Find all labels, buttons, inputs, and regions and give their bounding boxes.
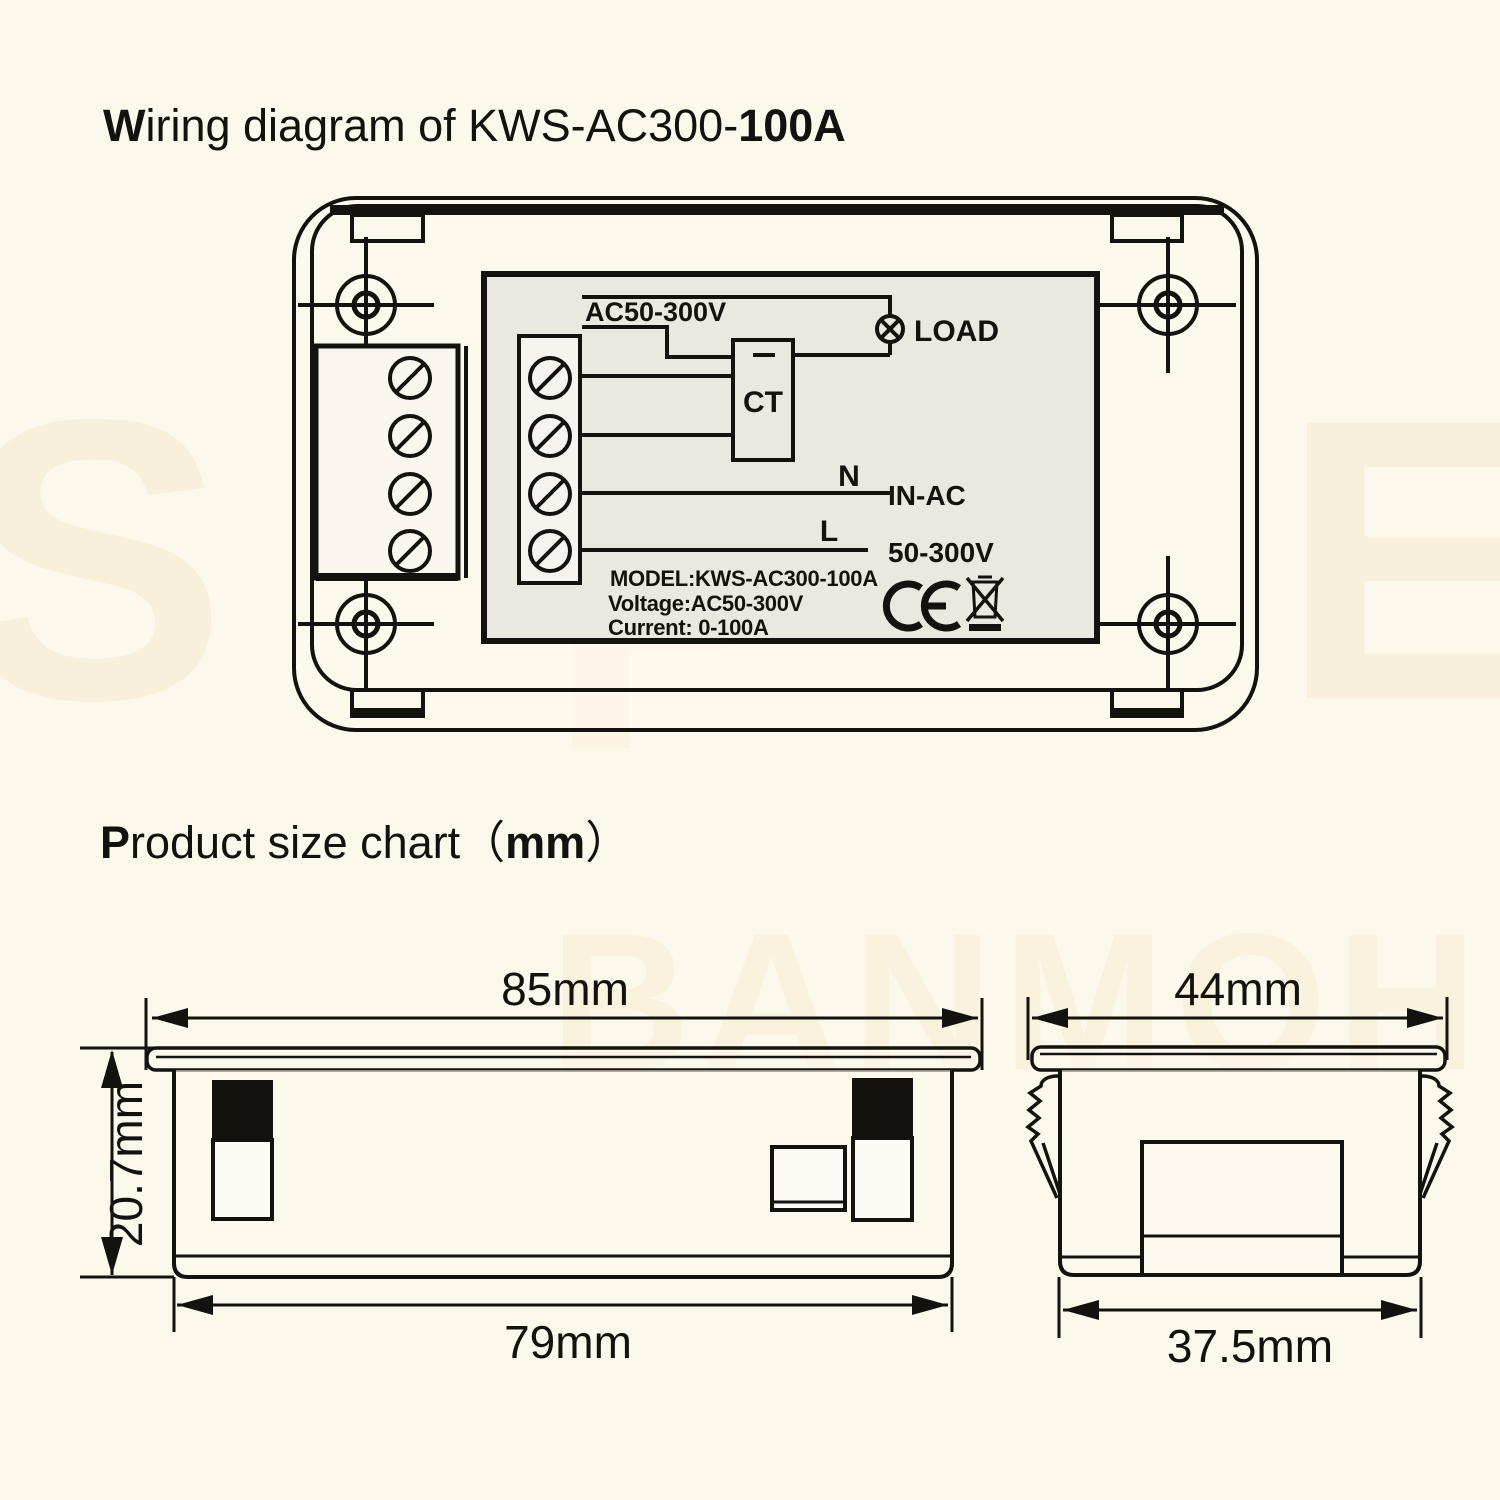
side-spring-clips (1025, 1074, 1455, 1199)
neutral-label: N (838, 460, 860, 493)
size-title-lead-bold: P (100, 817, 131, 868)
side-flange (1030, 1045, 1447, 1072)
front-right-clip-black (852, 1078, 913, 1138)
external-terminal-block (313, 343, 468, 581)
watermark-letter-e: E (1280, 336, 1500, 783)
wiring-text-labels: AC50-300V LOAD CT N IN-AC L 50-300V MODE… (585, 297, 999, 640)
front-height-label: 20.7mm (100, 1081, 152, 1247)
corner-screw-bottom-right (1100, 556, 1236, 692)
load-label: LOAD (914, 315, 999, 348)
front-right-clip-body (851, 1136, 914, 1222)
dim-side-inner-width: 37.5mm (1057, 1277, 1423, 1372)
top-edge-bar (330, 205, 1224, 215)
label-panel (481, 271, 1100, 644)
dim-front-height: 20.7mm (80, 1046, 174, 1279)
size-title-body: roduct size chart (130, 817, 461, 868)
top-tab-left (350, 213, 425, 243)
model-line-2: Voltage:AC50-300V (608, 591, 804, 616)
watermark-letter-s: S (0, 336, 227, 783)
in-ac-label: IN-AC (888, 480, 966, 511)
corner-screw-top-right (1100, 237, 1236, 373)
title-body: iring diagram of KWS-AC300- (145, 100, 739, 151)
weee-bin-icon (965, 575, 1005, 631)
wiring-diagram: AC50-300V LOAD CT N IN-AC L 50-300V MODE… (292, 196, 1259, 732)
size-title-paren-open: （ (460, 817, 506, 868)
size-title-paren-close: ） (585, 817, 631, 868)
terminal-screws-external (388, 356, 432, 573)
voltage-range-label: 50-300V (888, 537, 994, 568)
supply-top-wire (582, 295, 892, 316)
dim-side-width: 44mm (1026, 963, 1449, 1060)
size-chart-title: Product size chart（mm） (100, 806, 630, 871)
front-body (172, 1070, 954, 1279)
wiring-lines (580, 295, 893, 552)
dim-front-width: 85mm (144, 963, 984, 1070)
dim-front-inner-width: 79mm (172, 1277, 954, 1368)
terminal-screws-internal (528, 356, 572, 573)
side-view-drawing: 44mm 37.5mm (1025, 963, 1455, 1372)
front-left-clip-black (212, 1080, 273, 1140)
front-width-label: 85mm (501, 963, 629, 1015)
side-inner-width-label: 37.5mm (1167, 1320, 1333, 1372)
side-terminal-block (1140, 1140, 1344, 1277)
model-line-3: Current: 0-100A (608, 615, 769, 640)
front-inner-width-label: 79mm (504, 1316, 632, 1368)
side-width-label: 44mm (1174, 963, 1302, 1015)
title-lead-bold: W (103, 100, 146, 151)
top-tab-right (1110, 213, 1184, 243)
wiring-diagram-title: Wiring diagram of KWS-AC300-100A (103, 100, 846, 152)
ct-to-load-wire (793, 342, 892, 357)
front-flange (145, 1046, 982, 1072)
ce-mark-icon (882, 580, 962, 632)
line-label: L (820, 515, 838, 548)
ct-label: CT (743, 386, 783, 419)
ac-range-label: AC50-300V (585, 297, 726, 327)
front-connector-box (770, 1145, 847, 1212)
corner-screws (298, 237, 1236, 692)
front-view-drawing: 85mm 20.7mm 79mm (80, 963, 984, 1368)
supply-step-wire (582, 325, 733, 359)
model-line-1: MODEL:KWS-AC300-100A (610, 566, 878, 591)
ct-box (731, 338, 795, 462)
front-left-clip-body (211, 1138, 274, 1221)
load-lamp-icon (875, 314, 905, 344)
size-title-unit-bold: mm (505, 817, 586, 868)
title-tail-bold: 100A (738, 100, 846, 151)
